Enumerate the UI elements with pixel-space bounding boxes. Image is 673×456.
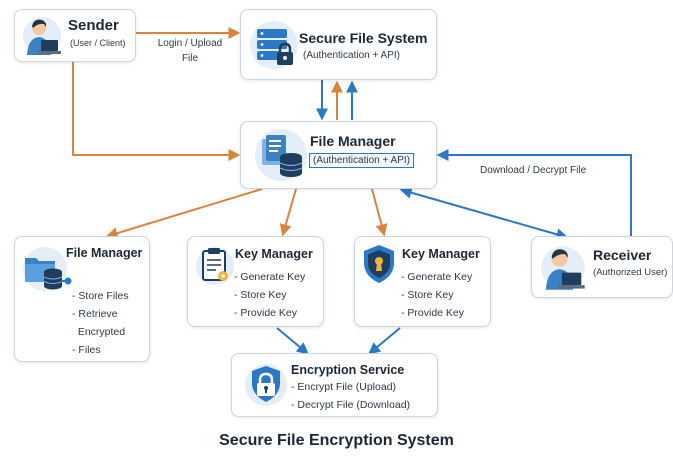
storage-duties-list: - Store Files - Retrieve Encrypted - Fil… — [72, 287, 129, 359]
secure-file-system-subtitle: (Authentication + API) — [303, 50, 401, 61]
edge-label-login-upload-line2: File — [181, 53, 199, 64]
encryption-service-duty-item: - Decrypt File (Download) — [291, 399, 411, 411]
edge-key-manager-1-to-encryption — [276, 327, 309, 355]
key-manager-2-duty-item: - Store Key — [401, 289, 454, 301]
folder-database-icon — [23, 247, 72, 291]
edge-receiver-to-file-manager — [436, 149, 632, 236]
file-manager-subtitle: (Authentication + API) — [309, 153, 415, 168]
encryption-service-title: Encryption Service — [291, 363, 405, 377]
secure-file-system-node: Secure File System (Authentication + API… — [240, 9, 437, 80]
file-manager-title: File Manager — [310, 133, 396, 149]
encryption-service-duties-list: - Encrypt File (Upload) - Decrypt File (… — [291, 378, 410, 414]
secure-file-system-title: Secure File System — [299, 30, 428, 46]
edge-file-manager-to-storage — [105, 188, 263, 239]
clipboard-key-icon — [196, 247, 234, 285]
file-manager-node: File Manager (Authentication + API) — [240, 121, 437, 189]
edge-file-manager-to-key-manager-2 — [371, 188, 388, 237]
edge-file-manager-to-key-manager-1 — [279, 188, 297, 237]
key-manager-2-duty-item: - Generate Key — [401, 271, 473, 283]
files-database-icon — [255, 129, 307, 181]
key-manager-1-duty-item: - Generate Key — [234, 271, 306, 283]
sender-title: Sender — [68, 17, 119, 34]
storage-duty-item: - Retrieve — [72, 308, 118, 320]
storage-duty-item: Encrypted — [72, 326, 126, 338]
key-manager-1-duties-list: - Generate Key - Store Key - Provide Key — [234, 268, 305, 322]
server-lock-icon — [250, 21, 298, 69]
sender-node: Sender (User / Client) — [14, 9, 136, 62]
storage-file-manager-title: File Manager — [66, 246, 143, 260]
edge-key-manager-2-to-encryption — [368, 327, 401, 355]
diagram-caption: Secure File Encryption System — [219, 432, 454, 449]
sender-subtitle: (User / Client) — [70, 38, 126, 48]
encryption-service-node: Encryption Service - Encrypt File (Uploa… — [231, 353, 438, 417]
receiver-node: Receiver (Authorized User) — [531, 236, 673, 298]
edge-label-login-upload-line1: Login / Upload — [157, 38, 223, 49]
storage-file-manager-node: File Manager - Store Files - Retrieve En… — [14, 236, 150, 362]
key-manager-1-duty-item: - Store Key — [234, 289, 287, 301]
edge-label-download-decrypt: Download / Decrypt File — [480, 165, 587, 176]
key-manager-2-duties-list: - Generate Key - Store Key - Provide Key — [401, 268, 472, 322]
shield-keyhole-icon — [364, 245, 394, 283]
person-laptop-icon — [23, 17, 61, 55]
encryption-service-duty-item: - Encrypt File (Upload) — [291, 381, 397, 393]
edge-label-login-upload: Login / Upload File — [140, 38, 240, 64]
person-laptop-icon — [541, 246, 585, 290]
storage-duty-item: - Files — [72, 344, 101, 356]
storage-duty-item: - Store Files — [72, 290, 129, 302]
key-manager-2-duty-item: - Provide Key — [401, 307, 465, 319]
key-manager-1-duty-item: - Provide Key — [234, 307, 298, 319]
receiver-title: Receiver — [593, 247, 652, 263]
edge-file-manager-receiver — [399, 186, 569, 241]
shield-lock-icon — [245, 364, 287, 406]
key-manager-node-1: Key Manager - Generate Key - Store Key -… — [187, 236, 324, 327]
key-manager-2-title: Key Manager — [402, 247, 480, 261]
edge-sender-to-file-manager — [72, 62, 241, 161]
key-manager-1-title: Key Manager — [235, 247, 313, 261]
key-manager-node-2: Key Manager - Generate Key - Store Key -… — [354, 236, 491, 327]
receiver-subtitle: (Authorized User) — [593, 267, 668, 278]
